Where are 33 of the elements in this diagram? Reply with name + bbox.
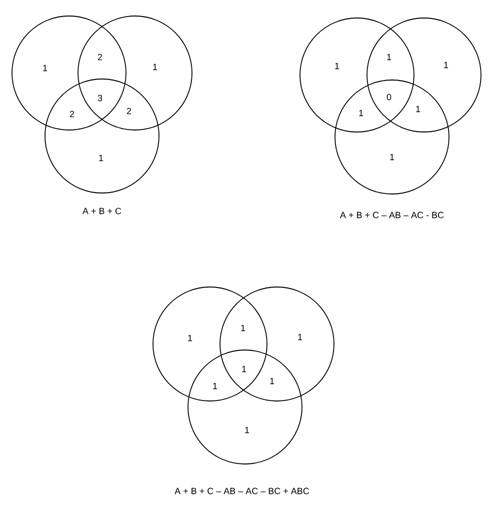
formula-caption: A + B + C bbox=[82, 208, 122, 214]
region-number: 1 bbox=[416, 106, 420, 112]
region-number: 1 bbox=[359, 110, 364, 116]
formula-caption: A + B + C – AB – AC - BC bbox=[340, 212, 444, 218]
region-number: 1 bbox=[335, 62, 340, 70]
region-number: 1 bbox=[153, 64, 158, 70]
region-number: 1 bbox=[298, 334, 302, 340]
venn-circle bbox=[12, 16, 126, 130]
region-number: 1 bbox=[188, 334, 192, 342]
region-number: 1 bbox=[43, 64, 48, 72]
venn-circle bbox=[78, 16, 192, 130]
region-number: 1 bbox=[245, 426, 250, 434]
region-number: 1 bbox=[99, 154, 104, 162]
region-number: 1 bbox=[213, 382, 218, 390]
venn-circle bbox=[44, 78, 160, 194]
venn-circle bbox=[300, 18, 414, 132]
region-number: 1 bbox=[444, 62, 448, 68]
formula-caption: A + B + C – AB – AC – BC + ABC bbox=[174, 488, 310, 494]
venn-circle bbox=[334, 80, 450, 194]
region-number: 2 bbox=[70, 110, 74, 118]
region-number: 1 bbox=[390, 154, 394, 160]
region-number: 2 bbox=[98, 54, 102, 60]
venn-circle bbox=[188, 350, 302, 464]
venn-circle bbox=[366, 18, 482, 132]
region-number: 1 bbox=[270, 378, 274, 384]
region-number: 3 bbox=[98, 94, 102, 102]
venn-circle bbox=[152, 286, 268, 402]
region-number: 1 bbox=[387, 54, 392, 60]
region-number: 1 bbox=[241, 324, 246, 332]
region-number: 2 bbox=[126, 108, 132, 114]
region-number: 0 bbox=[386, 94, 392, 100]
venn-circle bbox=[220, 286, 334, 402]
region-number: 1 bbox=[242, 366, 246, 372]
